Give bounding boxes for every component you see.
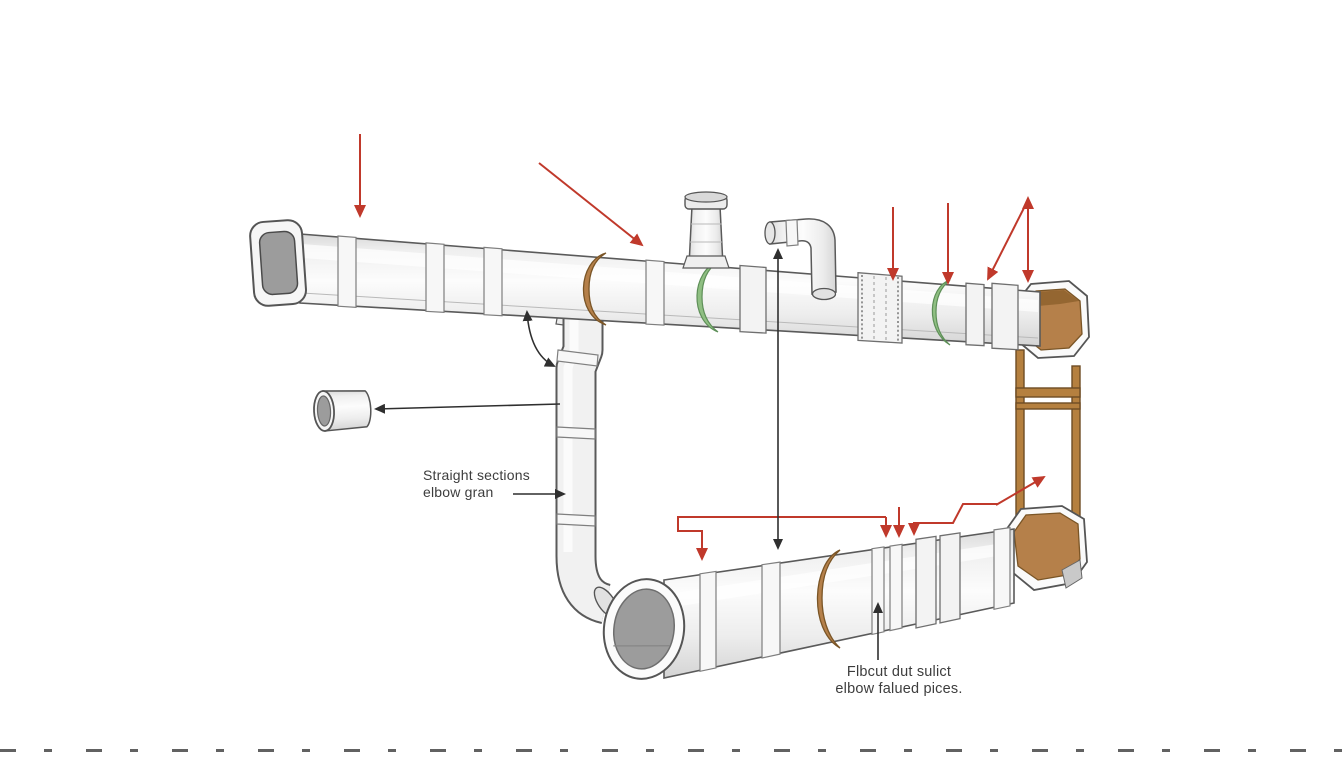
red-arrow-flange-left bbox=[987, 199, 1029, 281]
red-arrow-joint-3 bbox=[908, 503, 998, 536]
label-straight-sections: Straight sections elbow gran bbox=[423, 467, 563, 501]
gooseneck-elbow bbox=[764, 218, 837, 301]
red-arrow-diagonal bbox=[538, 162, 644, 247]
green-seal-band-2 bbox=[931, 279, 951, 346]
frame-left-rail bbox=[1015, 349, 1025, 523]
gooseneck-end-cap bbox=[811, 287, 837, 301]
label-note-line1: Flbcut dut sulict bbox=[846, 664, 952, 680]
black-reference-arrows bbox=[374, 248, 883, 660]
label-note-line2: elbow falued pices. bbox=[835, 681, 963, 697]
black-leader-coupling-piece bbox=[374, 403, 561, 414]
t-branch-fitting bbox=[682, 191, 730, 269]
label-duct-note: Flbcut dut sulict elbow falued pices. bbox=[820, 664, 978, 698]
red-annotation-arrows bbox=[354, 134, 1046, 561]
frame-crossbar-bottom bbox=[1015, 402, 1081, 410]
label-straight-line2: elbow gran bbox=[423, 484, 494, 500]
black-curved-arrow bbox=[522, 310, 556, 367]
vertical-elbow-duct bbox=[555, 301, 619, 625]
rect-duct-inlet-flange bbox=[249, 219, 307, 307]
frame-crossbar-top bbox=[1015, 387, 1081, 398]
red-bracket-lower-pipe bbox=[677, 516, 886, 561]
bottom-octagonal-flange bbox=[1005, 505, 1088, 591]
bottom-dashed-artifact bbox=[0, 749, 1344, 752]
flange-gray-collar bbox=[1061, 559, 1083, 589]
lower-duct-pipe bbox=[602, 526, 1015, 680]
green-seal-band-1 bbox=[696, 261, 719, 333]
label-straight-line1: Straight sections bbox=[423, 467, 530, 483]
lower-pipe-opening bbox=[602, 578, 686, 680]
brown-seal-band-lower bbox=[816, 549, 841, 649]
short-coupling-piece bbox=[313, 390, 372, 432]
top-duct-pipe bbox=[249, 219, 1041, 351]
corrugated-coupling bbox=[857, 271, 903, 344]
red-arrow-frame bbox=[995, 475, 1046, 506]
brown-seal-band-top bbox=[582, 252, 607, 326]
